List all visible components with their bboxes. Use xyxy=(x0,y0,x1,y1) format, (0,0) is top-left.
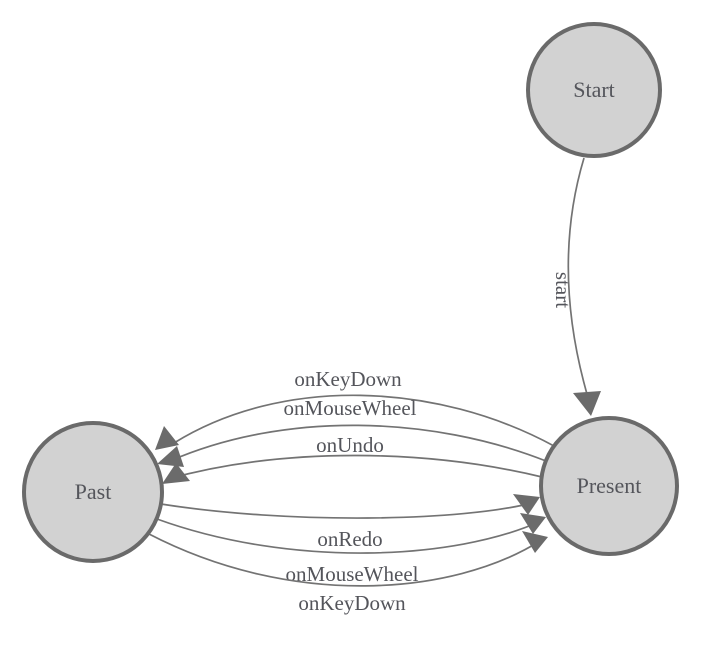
edge-present-to-past-onmousewheel: onMouseWheel xyxy=(157,396,547,467)
edge-label-onundo: onUndo xyxy=(316,433,384,457)
arrowhead xyxy=(573,391,601,416)
node-start-label: Start xyxy=(573,77,615,102)
edge-line xyxy=(173,394,555,447)
node-past-circle xyxy=(22,421,164,563)
arrowhead xyxy=(155,426,179,450)
edge-label-onkeydown-bottom: onKeyDown xyxy=(298,591,406,615)
edge-start-to-present: start xyxy=(551,157,601,416)
arrowhead xyxy=(513,494,540,515)
edge-past-to-present-onkeydown: onKeyDown xyxy=(148,531,548,615)
edge-line xyxy=(148,533,541,587)
edge-label-onredo: onRedo xyxy=(317,527,382,551)
edge-line xyxy=(167,454,543,480)
node-start: Start xyxy=(526,22,662,158)
edge-line xyxy=(169,424,547,462)
node-start-circle xyxy=(526,22,662,158)
arrowhead xyxy=(157,446,184,467)
node-present-circle xyxy=(539,416,679,556)
edge-label-onmousewheel-top: onMouseWheel xyxy=(284,396,417,420)
edge-past-to-present-onredo: onRedo xyxy=(160,494,540,551)
arrowhead xyxy=(520,513,546,534)
edge-line xyxy=(160,501,537,519)
node-past: Past xyxy=(22,421,164,563)
edge-label-onkeydown-top: onKeyDown xyxy=(294,367,402,391)
edge-line xyxy=(156,518,542,554)
node-present-label: Present xyxy=(577,473,642,498)
edge-present-to-past-onkeydown: onKeyDown xyxy=(155,367,555,450)
arrowhead xyxy=(522,531,548,553)
edge-present-to-past-onundo: onUndo xyxy=(162,433,543,484)
arrowhead xyxy=(162,463,190,484)
node-past-label: Past xyxy=(75,479,112,504)
edge-past-to-present-onmousewheel: onMouseWheel xyxy=(156,513,546,586)
edge-label-start: start xyxy=(551,272,575,308)
edge-line xyxy=(567,157,590,402)
node-present: Present xyxy=(539,416,679,556)
